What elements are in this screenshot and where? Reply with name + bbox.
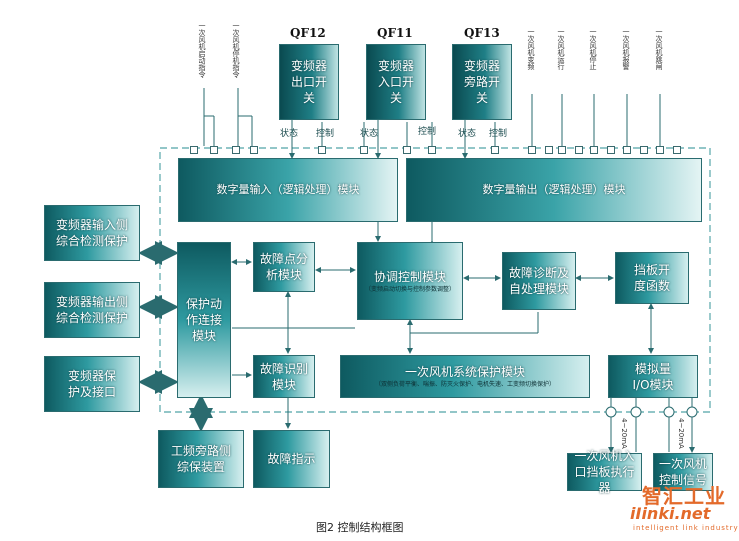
fault-diagnosis-text: 故障诊断及自处理模块 [508,266,569,296]
digital-input-text: 数字量输入（逻辑处理）模块 [216,183,360,196]
stop-cmd-label: 一次风机停机指令 [232,22,240,78]
bypass-protection-text: 工频旁路侧综保装置 [170,444,231,474]
coordination-text: 协调控制模块 [373,269,446,284]
terminal-block [250,146,258,154]
qf13-label: QF13 [464,26,500,40]
terminal-block [590,146,598,154]
output-label-3: 一次风机报警 [622,28,630,70]
terminal-block [640,146,648,154]
input-side-protection: 变频器输入侧综合检测保护 [44,205,140,261]
output-label-1: 一次风机运行 [557,28,565,70]
fan-control-signal: 一次风机控制信号 [653,453,713,491]
output-side-protection: 变频器输出侧综合检测保护 [44,282,140,338]
fan-protection-subtext: （双侧负荷平衡、喘振、防灭火保护、电机失速、工变频切换保护） [374,381,555,388]
digital-output-module: 数字量输出（逻辑处理）模块 [406,158,702,222]
input-side-text: 变频器输入侧综合检测保护 [55,218,128,248]
figure-caption: 图2 控制结构框图 [316,521,404,534]
terminal-block [545,146,553,154]
fan-control-signal-text: 一次风机控制信号 [658,457,707,487]
terminal-block [491,146,499,154]
terminal-block [210,146,218,154]
digital-output-text: 数字量输出（逻辑处理）模块 [482,183,626,196]
fault-recognition-module: 故障识别模块 [253,355,315,398]
terminal-block [607,146,615,154]
terminal-block [232,146,240,154]
fault-indicator: 故障指示 [253,430,330,488]
coordination-subtext: （变频启动切换与控制参数调整） [364,285,455,293]
terminal-block [673,146,681,154]
start-cmd-label: 一次风机启动指令 [198,22,206,78]
fault-recognition-text: 故障识别模块 [260,361,309,392]
control-label: 控制 [316,129,335,139]
bypass-switch-text: 变频器旁路开关 [463,59,500,105]
outlet-switch-box: 变频器出口开关 [279,44,339,120]
fan-protection-module: 一次风机系统保护模块 （双侧负荷平衡、喘振、防灭火保护、电机失速、工变频切换保护… [340,355,590,398]
baffle-actuator: 一次风机入口挡板执行器 [567,449,642,495]
baffle-function-text: 挡板开度函数 [633,263,670,293]
protection-link-text: 保护动作连接模块 [185,297,222,343]
vfd-interface-text: 变频器保护及接口 [67,369,116,399]
terminal-block [623,146,631,154]
fault-point-text: 故障点分析模块 [259,252,308,282]
digital-input-module: 数字量输入（逻辑处理）模块 [178,158,398,222]
status-label: 状态 [280,129,299,139]
control-label: 控制 [418,127,437,137]
baffle-actuator-text: 一次风机入口挡板执行器 [574,449,635,495]
control-label: 控制 [489,129,508,139]
bypass-protection-device: 工频旁路侧综保装置 [158,430,244,488]
terminal-block [190,146,198,154]
terminal-block [428,146,436,154]
fault-diagnosis-module: 故障诊断及自处理模块 [502,252,576,310]
inlet-switch-box: 变频器入口开关 [366,44,426,120]
fault-indicator-text: 故障指示 [267,452,316,466]
qf12-label: QF12 [290,26,326,40]
ma-label: 4~20mA [620,418,628,449]
watermark-tagline: intelligent link industry [633,524,739,532]
qf11-label: QF11 [377,26,413,40]
terminal-block [403,146,411,154]
ma-label: 4~20mA [677,418,685,449]
watermark-brand: 智汇工业 [642,484,726,508]
terminal-block [575,146,583,154]
analog-io-text: 模拟量I/O模块 [632,361,674,392]
baffle-function-module: 挡板开度函数 [615,252,689,304]
output-side-text: 变频器输出侧综合检测保护 [55,295,128,325]
outlet-switch-text: 变频器出口开关 [290,59,327,105]
status-label: 状态 [458,129,477,139]
coordination-module: 协调控制模块 （变频启动切换与控制参数调整） [357,242,463,320]
analog-io-module: 模拟量I/O模块 [608,355,698,398]
fan-protection-text: 一次风机系统保护模块 [404,365,525,379]
terminal-block [558,146,566,154]
fault-point-module: 故障点分析模块 [253,242,315,292]
output-label-2: 一次风机停止 [589,28,597,70]
terminal-block [318,146,326,154]
output-label-0: 一次风机变频 [527,28,535,70]
terminal-block [656,146,664,154]
inlet-switch-text: 变频器入口开关 [377,59,414,105]
terminal-block [528,146,536,154]
bypass-switch-box: 变频器旁路开关 [452,44,512,120]
output-label-4: 一次风机跳闸 [655,28,663,70]
vfd-interface: 变频器保护及接口 [44,356,140,412]
status-label: 状态 [360,129,379,139]
terminal-block [360,146,368,154]
watermark-url: iIinki.net [630,504,711,523]
protection-link-module: 保护动作连接模块 [177,242,231,398]
